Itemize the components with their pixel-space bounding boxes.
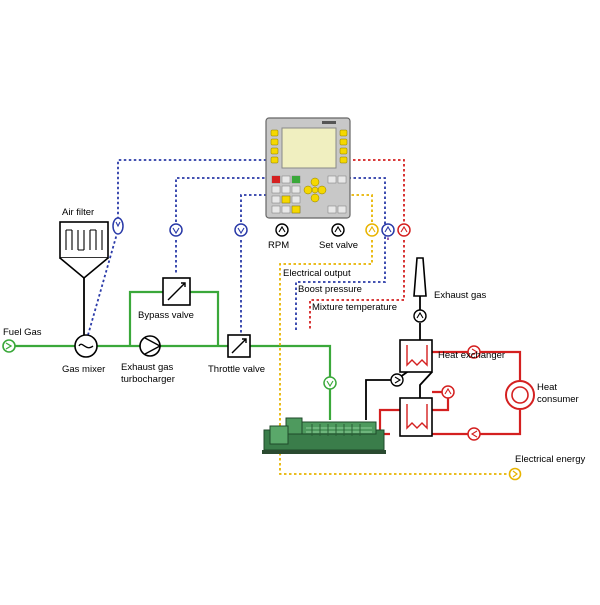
sensor-icon bbox=[365, 223, 379, 237]
throttle-valve-icon bbox=[227, 334, 251, 358]
heat-exchanger-lower-icon bbox=[399, 397, 433, 437]
compressor-icon bbox=[139, 335, 162, 357]
label-air-filter: Air filter bbox=[62, 207, 94, 218]
label-set-valve: Set valve bbox=[319, 240, 358, 251]
gas-line bbox=[14, 290, 332, 420]
label-rpm: RPM bbox=[268, 240, 289, 251]
label-electrical-output: Electrical output bbox=[283, 268, 351, 279]
label-exhaust-gas-turbocharger: turbocharger bbox=[121, 374, 175, 385]
exhaust-line bbox=[365, 296, 433, 420]
bypass-valve-icon bbox=[162, 277, 191, 306]
water-sensor-icon bbox=[441, 385, 455, 399]
rpm-sensor-icon bbox=[275, 223, 289, 237]
electrical-energy-arrow-icon bbox=[508, 467, 522, 481]
gas-mixer-icon bbox=[74, 334, 98, 358]
sensor-icon bbox=[112, 217, 124, 235]
fuel-gas-inlet-icon bbox=[2, 339, 16, 353]
sensor-icon bbox=[169, 223, 183, 237]
controller-panel bbox=[265, 117, 351, 219]
exhaust-sensor-icon bbox=[390, 373, 404, 387]
sensor-icon bbox=[381, 223, 395, 237]
label-bypass-valve: Bypass valve bbox=[138, 310, 194, 321]
label-throttle-valve: Throttle valve bbox=[208, 364, 265, 375]
sensor-icon bbox=[323, 376, 337, 390]
label-mixture-temperature: Mixture temperature bbox=[312, 302, 397, 313]
label-heat-consumer: Heat bbox=[537, 382, 557, 393]
air-filter bbox=[59, 221, 109, 280]
label-heat-exchanger: Heat exchanger bbox=[438, 350, 505, 361]
heat-consumer-icon bbox=[505, 380, 535, 410]
label-fuel-gas: Fuel Gas bbox=[3, 327, 42, 338]
water-circuit bbox=[378, 350, 522, 436]
set-valve-sensor-icon bbox=[331, 223, 345, 237]
signal-lines-red bbox=[309, 159, 405, 330]
label-boost-pressure: Boost pressure bbox=[298, 284, 362, 295]
signal-lines-yellow bbox=[279, 194, 510, 475]
label-exhaust-gas: Exhaust gas bbox=[434, 290, 487, 301]
signal-lines-blue bbox=[87, 159, 386, 336]
chimney-icon bbox=[413, 257, 427, 297]
water-sensor-icon bbox=[467, 427, 481, 441]
label-heat-consumer: consumer bbox=[537, 394, 579, 405]
water-sensor-icon bbox=[467, 345, 481, 359]
label-gas-mixer: Gas mixer bbox=[62, 364, 105, 375]
heat-exchanger-upper-icon bbox=[399, 339, 433, 373]
label-electrical-energy: Electrical energy bbox=[515, 454, 585, 465]
sensor-icon bbox=[234, 223, 248, 237]
sensor-icon bbox=[397, 223, 411, 237]
label-exhaust-gas-turbocharger: Exhaust gas bbox=[121, 362, 174, 373]
exhaust-sensor-icon bbox=[413, 309, 427, 323]
engine-generator bbox=[262, 417, 386, 454]
